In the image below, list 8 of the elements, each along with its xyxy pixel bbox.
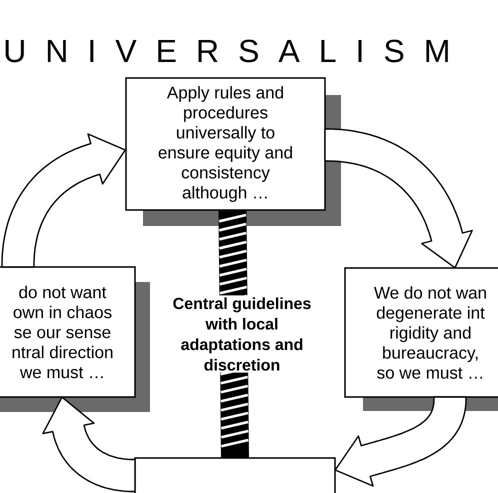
- title: U N I V E R S A L I S M: [6, 40, 448, 62]
- box: [134, 457, 336, 493]
- text-box: We do not wan degenerate int rigidity and bureaucracy, so we must …: [344, 267, 498, 411]
- block-arrow: [334, 396, 467, 487]
- text-box: do not want own in chaos se our sense ntral direction we must …: [0, 266, 150, 412]
- text-box: Apply rules and procedures universally to ensure equity and consistency although …: [125, 77, 341, 226]
- block-arrow: [42, 396, 136, 492]
- edge-label: Central guidelines with local adaptations and discretion: [155, 295, 329, 373]
